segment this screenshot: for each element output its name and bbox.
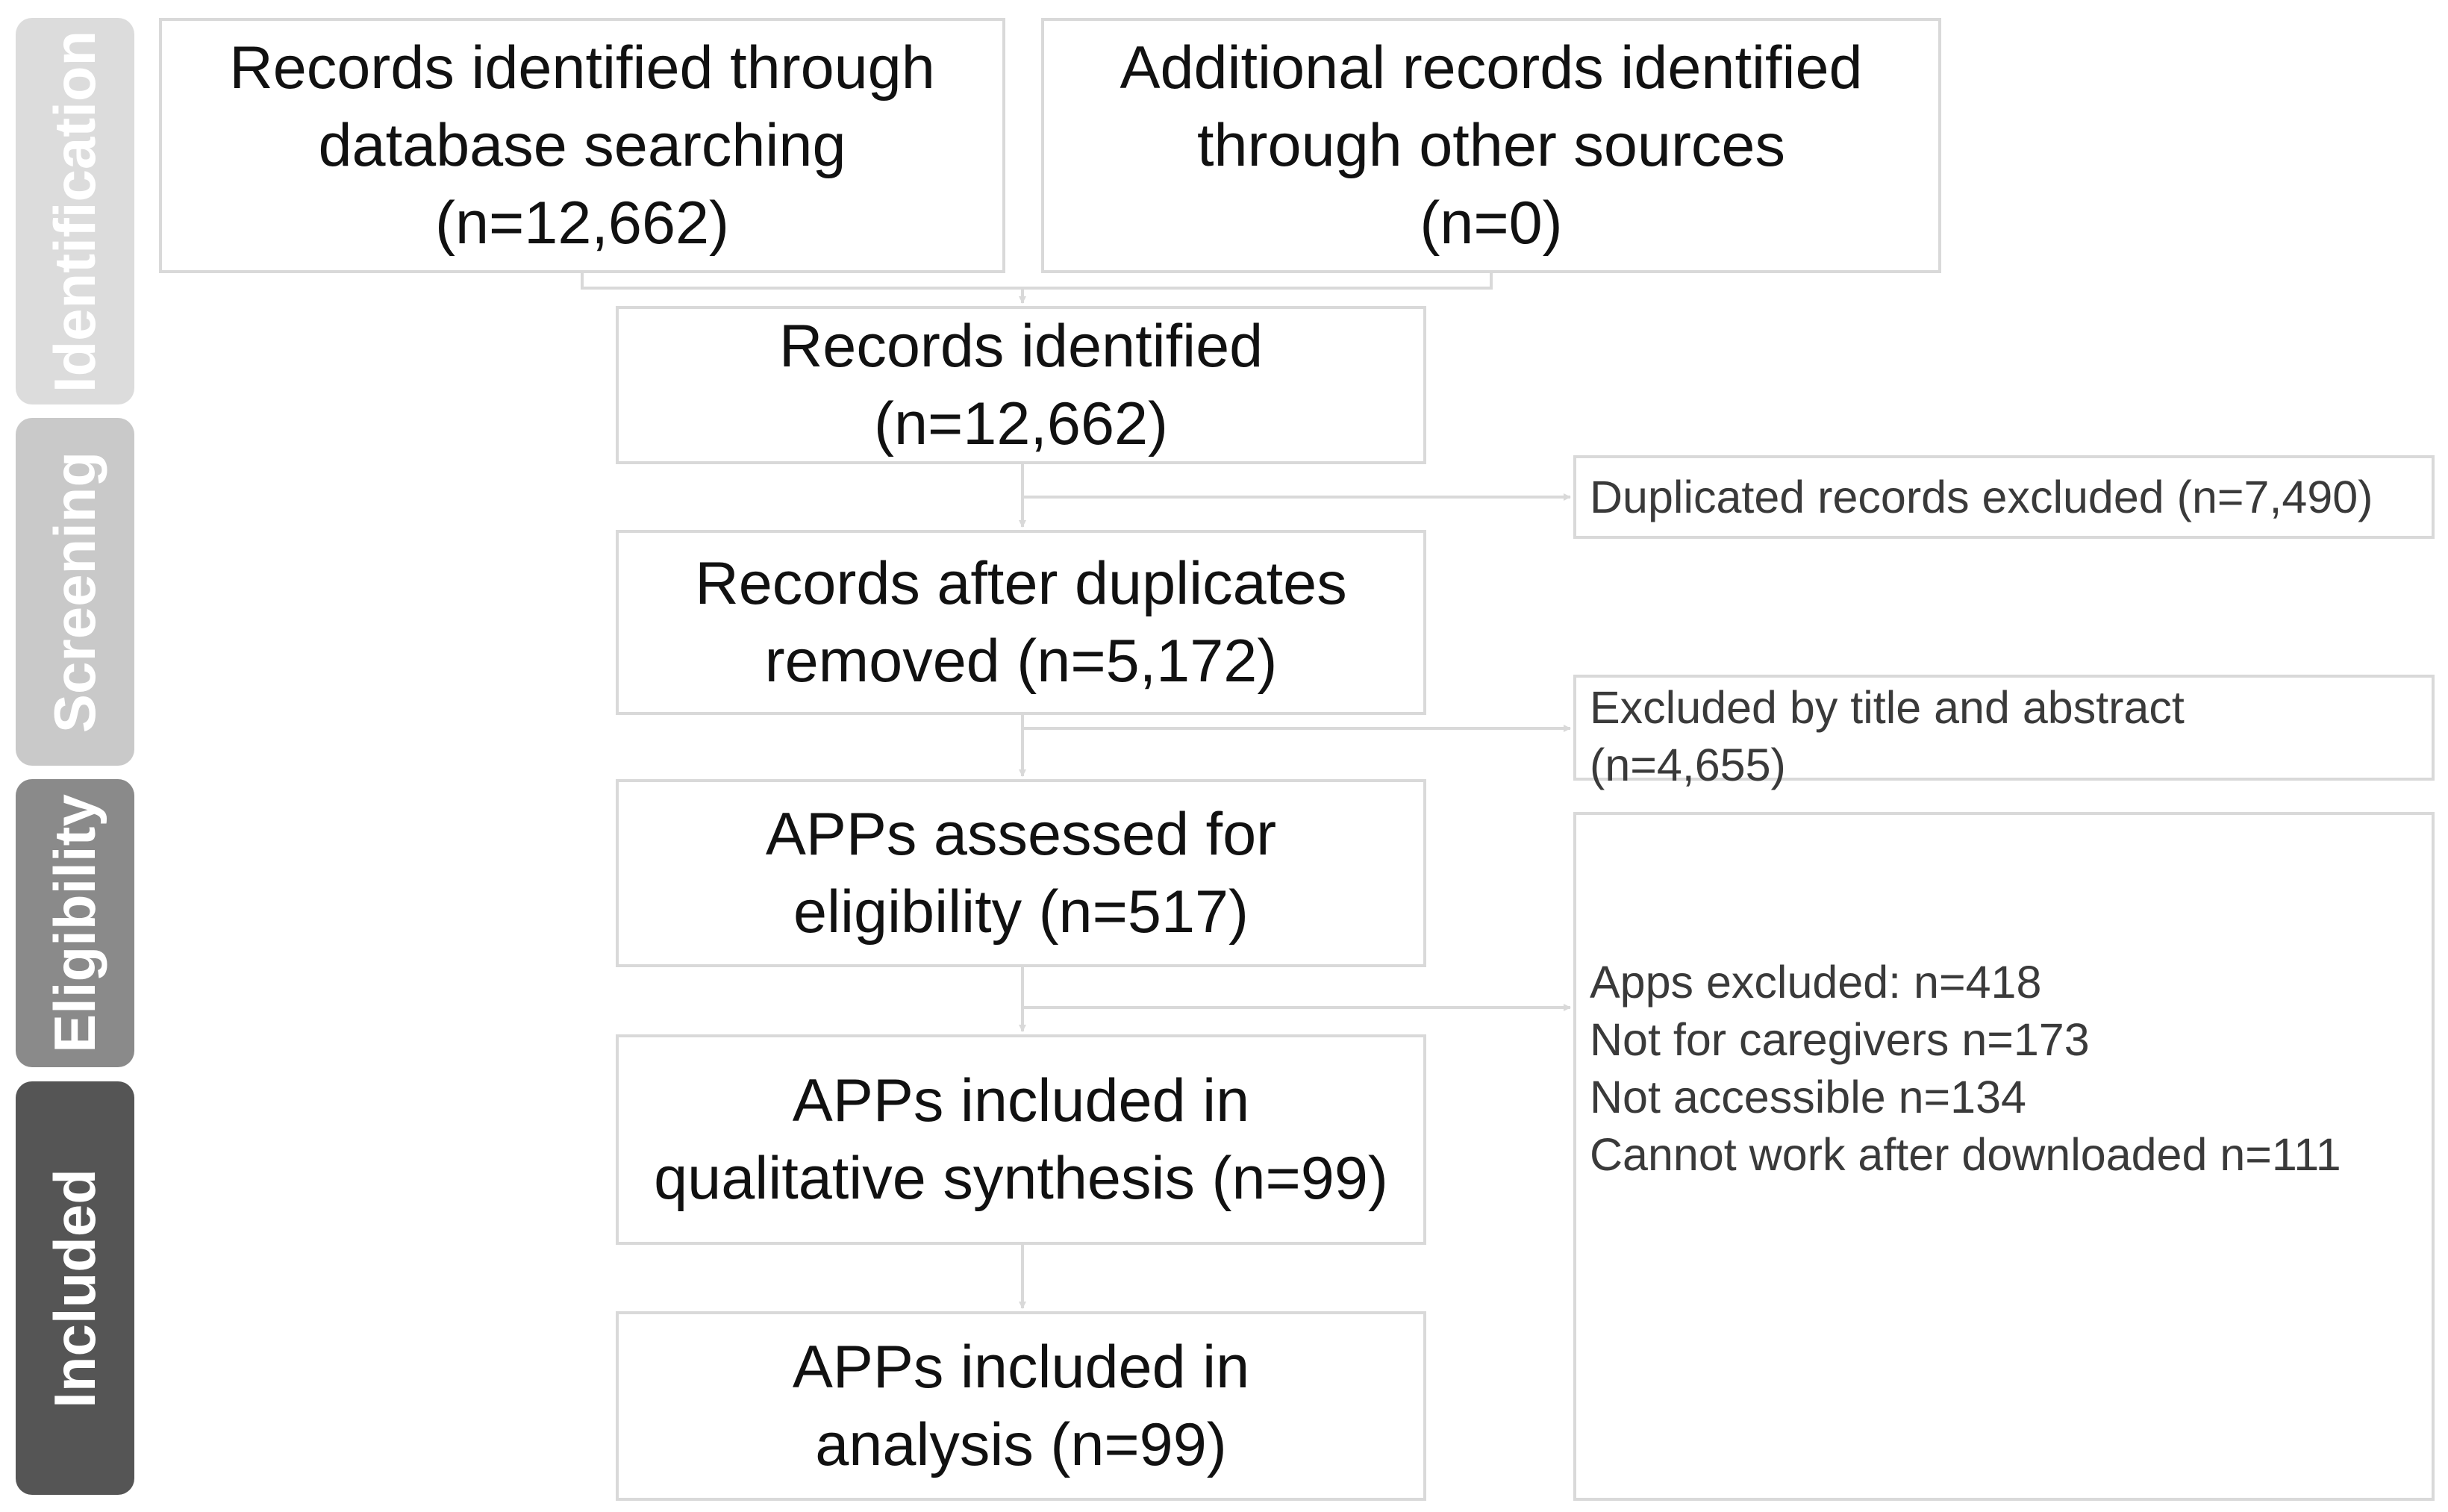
phase-screening: Screening — [16, 418, 134, 766]
assessed-eligibility-line-2: eligibility (n=517) — [793, 878, 1249, 946]
phase-screening-label: Screening — [42, 451, 108, 733]
apps-excluded-box: Apps excluded: n=418 Not for caregivers … — [1573, 812, 2435, 1501]
records-identified-count: (n=12,662) — [873, 390, 1169, 457]
phase-eligibility-label: Eligibility — [42, 793, 108, 1053]
other-sources-count: (n=0) — [1420, 190, 1563, 257]
other-sources-line-1: Additional records identified — [1120, 34, 1863, 101]
other-sources-box: Additional records identified through ot… — [1041, 18, 1941, 273]
phase-identification-label: Identification — [42, 30, 107, 393]
database-records-box: Records identified through database sear… — [159, 18, 1005, 273]
apps-excluded-not-accessible: Not accessible n=134 — [1590, 1072, 2026, 1122]
analysis-line-1: APPs included in — [792, 1334, 1250, 1401]
qualitative-synthesis-line-1: APPs included in — [792, 1067, 1250, 1134]
title-abstract-excluded-line-1: Excluded by title and abstract — [1590, 682, 2185, 733]
phase-identification: Identification — [16, 18, 134, 404]
records-identified-box: Records identified (n=12,662) — [616, 306, 1426, 464]
duplicates-excluded-box: Duplicated records excluded (n=7,490) — [1573, 455, 2435, 539]
qualitative-synthesis-box: APPs included in qualitative synthesis (… — [616, 1034, 1426, 1245]
qualitative-synthesis-line-2: qualitative synthesis (n=99) — [654, 1145, 1388, 1212]
merge-connector — [581, 273, 1493, 290]
database-records-line-2: database searching — [318, 112, 846, 179]
database-records-line-1: Records identified through — [229, 34, 935, 101]
analysis-box: APPs included in analysis (n=99) — [616, 1311, 1426, 1501]
assessed-eligibility-line-1: APPs assessed for — [765, 801, 1277, 868]
analysis-line-2: analysis (n=99) — [815, 1411, 1227, 1478]
phase-included-label: Included — [42, 1168, 107, 1408]
records-identified-line-1: Records identified — [778, 313, 1264, 380]
after-duplicates-line-1: Records after duplicates — [695, 550, 1347, 617]
apps-excluded-cannot-work: Cannot work after downloaded n=111 — [1590, 1129, 2341, 1180]
duplicates-excluded-text: Duplicated records excluded (n=7,490) — [1590, 471, 2373, 522]
phase-eligibility: Eligibility — [16, 779, 134, 1067]
after-duplicates-box: Records after duplicates removed (n=5,17… — [616, 530, 1426, 715]
database-records-count: (n=12,662) — [434, 190, 730, 257]
apps-excluded-total: Apps excluded: n=418 — [1590, 957, 2042, 1008]
other-sources-line-2: through other sources — [1197, 112, 1785, 179]
assessed-eligibility-box: APPs assessed for eligibility (n=517) — [616, 779, 1426, 967]
apps-excluded-not-for-caregivers: Not for caregivers n=173 — [1590, 1014, 2090, 1065]
phase-included: Included — [16, 1081, 134, 1495]
title-abstract-excluded-count: (n=4,655) — [1590, 740, 1786, 790]
after-duplicates-line-2: removed (n=5,172) — [764, 628, 1278, 695]
title-abstract-excluded-box: Excluded by title and abstract (n=4,655) — [1573, 675, 2435, 790]
